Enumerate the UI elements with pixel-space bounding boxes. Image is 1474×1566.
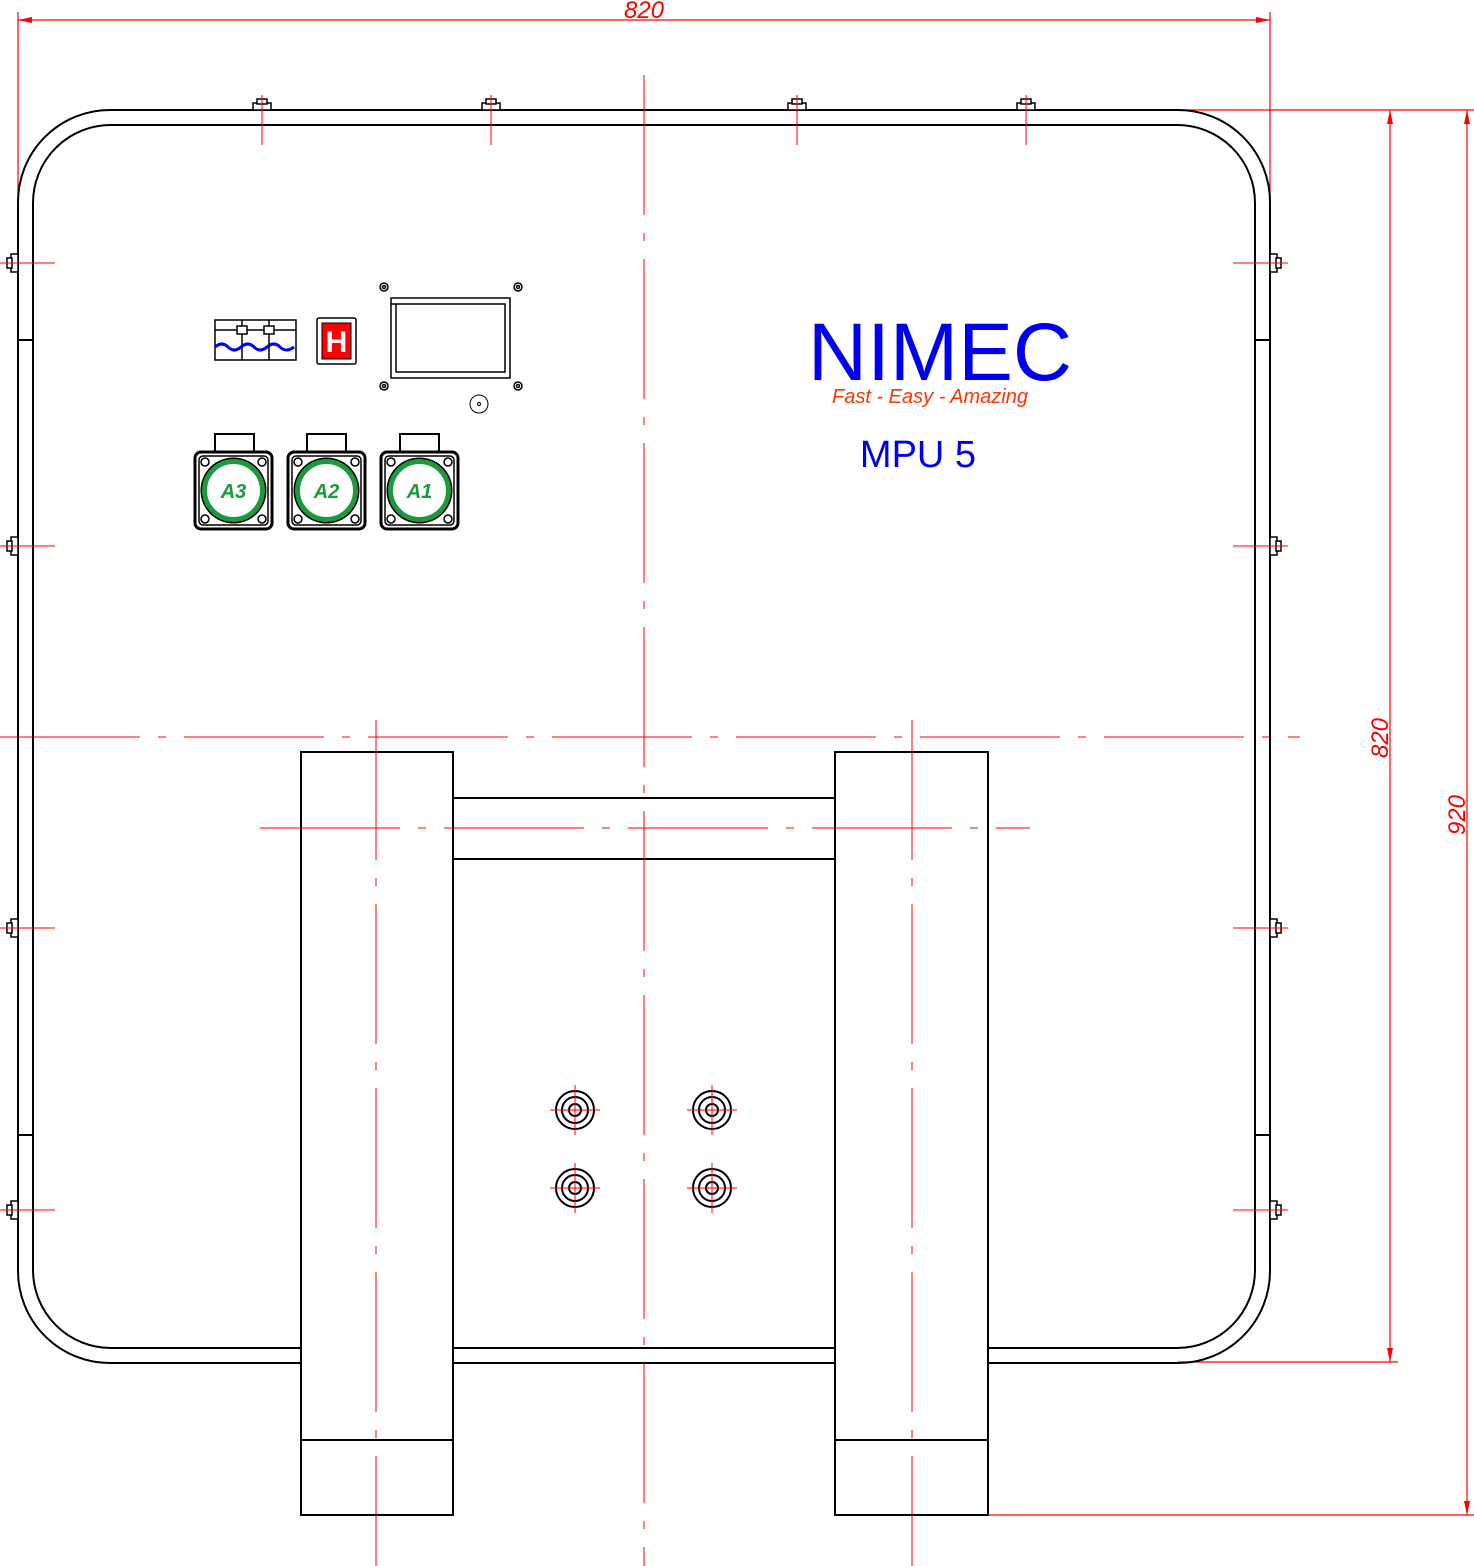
- dimension-height-total: [988, 109, 1474, 1516]
- side-bolts: [0, 253, 1288, 1220]
- main-switch: H: [316, 317, 357, 365]
- socket-a3: A3: [193, 433, 274, 531]
- socket-a1: A1: [379, 433, 460, 531]
- socket-a2-label: A2: [313, 481, 340, 503]
- model-name: MPU 5: [860, 434, 976, 476]
- display-panel: [379, 282, 523, 414]
- screw-icon: [379, 282, 523, 391]
- mounting-holes: [550, 1085, 737, 1213]
- dimension-height-total-label: 920: [1444, 794, 1471, 835]
- circuit-breaker: [214, 319, 297, 361]
- brand-name: NIMEC: [808, 307, 1072, 398]
- socket-a1-label: A1: [406, 481, 433, 503]
- dimension-width-label: 820: [624, 0, 665, 24]
- dimension-height-inner: [1178, 109, 1398, 1363]
- leg-left: [300, 751, 454, 1516]
- top-bolts: [252, 95, 1036, 145]
- dimension-height-inner-label: 820: [1367, 717, 1394, 758]
- socket-a2: A2: [286, 433, 367, 531]
- socket-a3-label: A3: [220, 481, 247, 503]
- dimension-width-top: [17, 12, 1271, 200]
- main-switch-label: H: [326, 326, 348, 359]
- brand-tagline: Fast - Easy - Amazing: [832, 386, 1028, 408]
